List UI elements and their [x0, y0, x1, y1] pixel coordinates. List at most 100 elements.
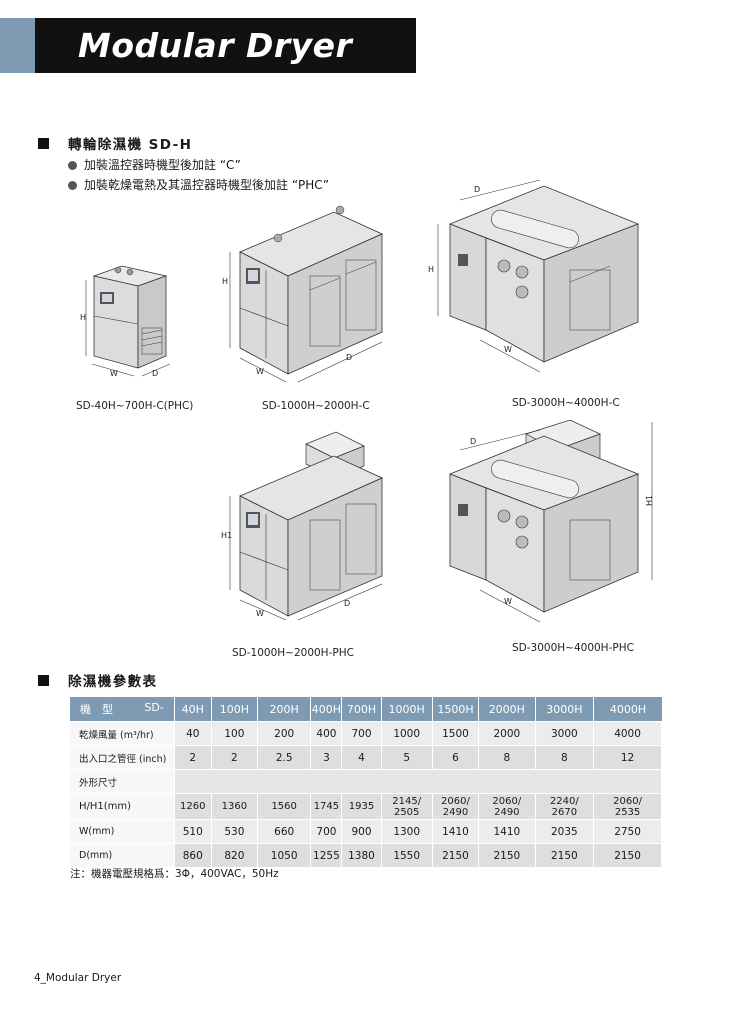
- table-cell: 1300: [381, 820, 433, 843]
- table-cell: 1050: [257, 844, 312, 867]
- table-cell: 1260: [174, 794, 212, 819]
- dim-label-d: D: [152, 369, 158, 378]
- table-cell: 3000: [535, 722, 595, 745]
- table-cell: 12: [594, 746, 662, 769]
- table-cell: 1560: [257, 794, 312, 819]
- column-header: 1000H: [381, 697, 433, 721]
- table-cell: 4000: [594, 722, 662, 745]
- dim-label-h: H: [80, 313, 86, 322]
- caption-mid-unit-c: SD-1000H~2000H-C: [262, 400, 370, 412]
- table-cell: 2060/ 2490: [432, 794, 480, 819]
- page-footer: 4_Modular Dryer: [34, 972, 122, 984]
- column-header: 4000H: [594, 697, 662, 721]
- row-label: D(mm): [70, 844, 175, 867]
- table-cell: 8: [535, 746, 595, 769]
- table-cell: 2000: [479, 722, 536, 745]
- caption-small-unit: SD-40H~700H-C(PHC): [76, 400, 194, 412]
- table-cell: 8: [479, 746, 536, 769]
- dim-label-w: W: [504, 597, 512, 606]
- table-cell: 2: [174, 746, 212, 769]
- machine-illustration-large-phc: H1 D W: [448, 420, 654, 623]
- page-title: Modular Dryer: [35, 18, 416, 73]
- column-header: 2000H: [479, 697, 536, 721]
- dim-label-w: W: [504, 345, 512, 354]
- section-heading-model: 轉輪除濕機 SD-H: [38, 133, 192, 153]
- table-cell: 1380: [342, 844, 382, 867]
- bullet-text: 加裝溫控器時機型後加註 “C”: [84, 158, 241, 172]
- table-cell: 2145/ 2505: [381, 794, 433, 819]
- table-cell: 2240/ 2670: [535, 794, 595, 819]
- machine-illustration-mid-phc: H1 W D: [221, 431, 383, 620]
- table-cell: 2060/ 2535: [594, 794, 662, 819]
- list-item: 加裝溫控器時機型後加註 “C”: [68, 155, 329, 175]
- dim-label-w: W: [256, 609, 264, 618]
- dim-label-w: W: [256, 367, 264, 376]
- caption-large-unit-phc: SD-3000H~4000H-PHC: [512, 642, 634, 654]
- table-cell: 1745: [311, 794, 343, 819]
- column-header: 100H: [211, 697, 258, 721]
- section-title: 轉輪除濕機 SD-H: [68, 137, 193, 153]
- table-row: 外形尺寸: [70, 770, 662, 793]
- square-bullet-icon: [38, 674, 49, 686]
- section-title: 除濕機參數表: [68, 674, 158, 690]
- model-prefix: SD-: [144, 701, 164, 714]
- table-cell: 2150: [432, 844, 480, 867]
- column-header: 200H: [257, 697, 312, 721]
- bullet-text: 加裝乾燥電熱及其溫控器時機型後加註 “PHC”: [84, 178, 330, 192]
- dim-label-h: H: [428, 265, 434, 274]
- column-header: 3000H: [535, 697, 595, 721]
- table-cell: 100: [211, 722, 258, 745]
- table-cell: 200: [257, 722, 312, 745]
- dim-label-d: D: [344, 599, 350, 608]
- table-cell: 2035: [535, 820, 595, 843]
- table-cell: 530: [211, 820, 258, 843]
- row-label: W(mm): [70, 820, 175, 843]
- table-cell: 400: [311, 722, 343, 745]
- table-cell: 510: [174, 820, 212, 843]
- row-label: 出入口之管徑 (inch): [70, 746, 175, 769]
- row-label: 乾燥風量 (m³/hr): [70, 722, 175, 745]
- section-heading-spec: 除濕機參數表: [38, 670, 157, 690]
- square-bullet-icon: [38, 137, 49, 149]
- table-cell: 700: [342, 722, 382, 745]
- table-cell: 3: [311, 746, 343, 769]
- model-label: 機 型: [80, 703, 113, 716]
- row-label: H/H1(mm): [70, 794, 175, 819]
- bullet-dot-icon: [68, 180, 77, 190]
- dim-label-h1: H1: [221, 531, 232, 540]
- column-header: 400H: [311, 697, 343, 721]
- table-cell: 1255: [311, 844, 343, 867]
- table-cell: 5: [381, 746, 433, 769]
- voltage-note: 注：機器電壓規格爲：3Φ，400VAC，50Hz: [70, 868, 279, 880]
- column-header: 1500H: [432, 697, 480, 721]
- dim-label-w: W: [110, 369, 118, 378]
- table-cell: 4: [342, 746, 382, 769]
- column-header: 40H: [174, 697, 212, 721]
- dim-label-d: D: [474, 185, 480, 194]
- dim-label-d: D: [346, 353, 352, 362]
- table-cell: 1410: [432, 820, 480, 843]
- table-cell: 6: [432, 746, 480, 769]
- table-cell: 1550: [381, 844, 433, 867]
- table-cell: 1000: [381, 722, 433, 745]
- table-cell: 2: [211, 746, 258, 769]
- table-cell: 1500: [432, 722, 480, 745]
- table-cell: 900: [342, 820, 382, 843]
- table-cell: 660: [257, 820, 312, 843]
- list-item: 加裝乾燥電熱及其溫控器時機型後加註 “PHC”: [68, 175, 329, 195]
- blank-cell: [174, 770, 662, 793]
- caption-large-unit-c: SD-3000H~4000H-C: [512, 397, 620, 409]
- table-cell: 2.5: [257, 746, 312, 769]
- header-accent-bar: [0, 18, 35, 73]
- table-cell: 1360: [211, 794, 258, 819]
- table-cell: 2150: [479, 844, 536, 867]
- table-cell: 2150: [535, 844, 595, 867]
